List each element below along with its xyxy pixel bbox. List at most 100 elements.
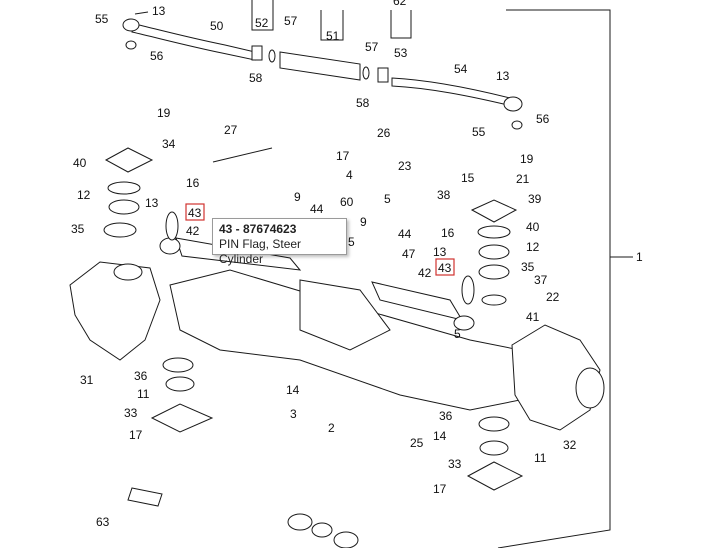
callout-4: 4 bbox=[346, 168, 353, 182]
callout-36-right: 36 bbox=[439, 409, 453, 423]
callout-63: 63 bbox=[96, 515, 110, 529]
callout-26: 26 bbox=[377, 126, 391, 140]
callout-38: 38 bbox=[437, 188, 451, 202]
callout-41: 41 bbox=[526, 310, 540, 324]
shim-40-right bbox=[477, 225, 511, 239]
callout-44-right: 44 bbox=[398, 227, 412, 241]
callout-56: 56 bbox=[150, 49, 164, 63]
callout-5-left: 5 bbox=[348, 235, 355, 249]
callout-14: 14 bbox=[286, 383, 300, 397]
callout-21: 21 bbox=[516, 172, 530, 186]
callout-27: 27 bbox=[224, 123, 238, 137]
callout-9-right: 9 bbox=[360, 215, 367, 229]
callout-23: 23 bbox=[398, 159, 412, 173]
nut-57-left bbox=[268, 49, 276, 63]
callout-5-mid: 5 bbox=[454, 327, 461, 341]
cap-38 bbox=[470, 199, 518, 223]
tooltip-title: 43 - 87674623 bbox=[219, 222, 297, 236]
clamp-52 bbox=[251, 45, 263, 61]
callout-14-right: 14 bbox=[433, 429, 447, 443]
callout-13-top: 13 bbox=[152, 4, 166, 18]
seal-bottom-2 bbox=[311, 522, 333, 538]
callout-39: 39 bbox=[528, 192, 542, 206]
callout-25: 25 bbox=[410, 436, 424, 450]
knuckle-left bbox=[69, 261, 161, 361]
callout-31: 31 bbox=[80, 373, 94, 387]
callout-43-right[interactable]: 43 bbox=[438, 261, 452, 275]
nut-56 bbox=[125, 40, 137, 50]
callout-44: 44 bbox=[310, 202, 324, 216]
shim-40 bbox=[107, 181, 141, 195]
bracket-52 bbox=[251, 0, 274, 31]
bearing-11-right bbox=[479, 440, 509, 456]
clamp-53 bbox=[377, 67, 389, 83]
leader-13-top bbox=[134, 11, 149, 15]
callout-50: 50 bbox=[210, 19, 224, 33]
callout-11: 11 bbox=[137, 387, 150, 401]
callout-1: 1 bbox=[636, 250, 643, 264]
pin-42-left bbox=[165, 211, 179, 241]
bearing-12 bbox=[108, 199, 140, 215]
callout-51: 51 bbox=[326, 29, 340, 43]
assembly-bracket bbox=[497, 9, 611, 548]
seal-35-right bbox=[478, 264, 510, 280]
callout-52: 52 bbox=[255, 16, 269, 30]
hotspot-43-right[interactable]: 43 bbox=[435, 258, 455, 276]
callout-33: 33 bbox=[124, 406, 138, 420]
callout-58-right: 58 bbox=[356, 96, 370, 110]
part-tooltip: 43 - 87674623 PIN Flag, Steer Cylinder bbox=[212, 218, 347, 266]
callout-22: 22 bbox=[546, 290, 560, 304]
callout-37: 37 bbox=[534, 273, 548, 287]
callout-42: 42 bbox=[186, 224, 200, 238]
pin-42-right bbox=[461, 275, 475, 305]
seal-36-right bbox=[478, 416, 510, 432]
seal-bottom-3 bbox=[333, 531, 359, 548]
cylinder-eye-right bbox=[453, 315, 475, 331]
callout-53: 53 bbox=[394, 46, 408, 60]
callout-33-right: 33 bbox=[448, 457, 462, 471]
cap-33-right bbox=[466, 461, 524, 491]
axle-center bbox=[299, 279, 391, 351]
callout-57: 57 bbox=[284, 14, 298, 28]
callout-12: 12 bbox=[77, 188, 91, 202]
callout-58: 58 bbox=[249, 71, 263, 85]
rod-27 bbox=[212, 147, 273, 163]
nut-56-right bbox=[511, 120, 523, 130]
hotspot-43-right-box[interactable] bbox=[435, 258, 455, 276]
hotspot-43-left[interactable]: 43 bbox=[185, 203, 205, 221]
tie-rod-end-left bbox=[122, 18, 140, 32]
callout-9: 9 bbox=[294, 190, 301, 204]
callout-55-right: 55 bbox=[472, 125, 486, 139]
tie-rod-end-right bbox=[503, 96, 523, 112]
callout-17: 17 bbox=[129, 428, 143, 442]
hotspot-43-left-box[interactable] bbox=[185, 203, 205, 221]
callout-40: 40 bbox=[73, 156, 87, 170]
callout-56-right: 56 bbox=[536, 112, 550, 126]
callout-11-right: 11 bbox=[534, 451, 547, 465]
callout-16: 16 bbox=[186, 176, 200, 190]
callout-18: 17 bbox=[336, 149, 350, 163]
callout-36: 36 bbox=[134, 369, 148, 383]
callout-62: 62 bbox=[393, 0, 407, 8]
callout-42-right: 42 bbox=[418, 266, 432, 280]
bracket-51 bbox=[320, 10, 344, 41]
callout-13: 13 bbox=[145, 196, 159, 210]
callout-13-mid: 13 bbox=[433, 245, 447, 259]
callout-12-right: 12 bbox=[526, 240, 540, 254]
cylinder-eye-left bbox=[159, 237, 181, 255]
callout-55: 55 bbox=[95, 12, 109, 26]
tie-rod-right bbox=[391, 77, 513, 107]
callout-35-right: 35 bbox=[521, 260, 535, 274]
washer-37 bbox=[481, 294, 507, 306]
pin-63 bbox=[127, 487, 163, 507]
callout-35: 35 bbox=[71, 222, 85, 236]
callout-5: 5 bbox=[384, 192, 391, 206]
callout-2: 2 bbox=[328, 421, 335, 435]
callout-43-left[interactable]: 43 bbox=[188, 206, 202, 220]
callout-19-right: 19 bbox=[520, 152, 534, 166]
hub-right bbox=[575, 367, 605, 409]
callout-13-right: 13 bbox=[496, 69, 510, 83]
callout-34: 34 bbox=[162, 137, 176, 151]
